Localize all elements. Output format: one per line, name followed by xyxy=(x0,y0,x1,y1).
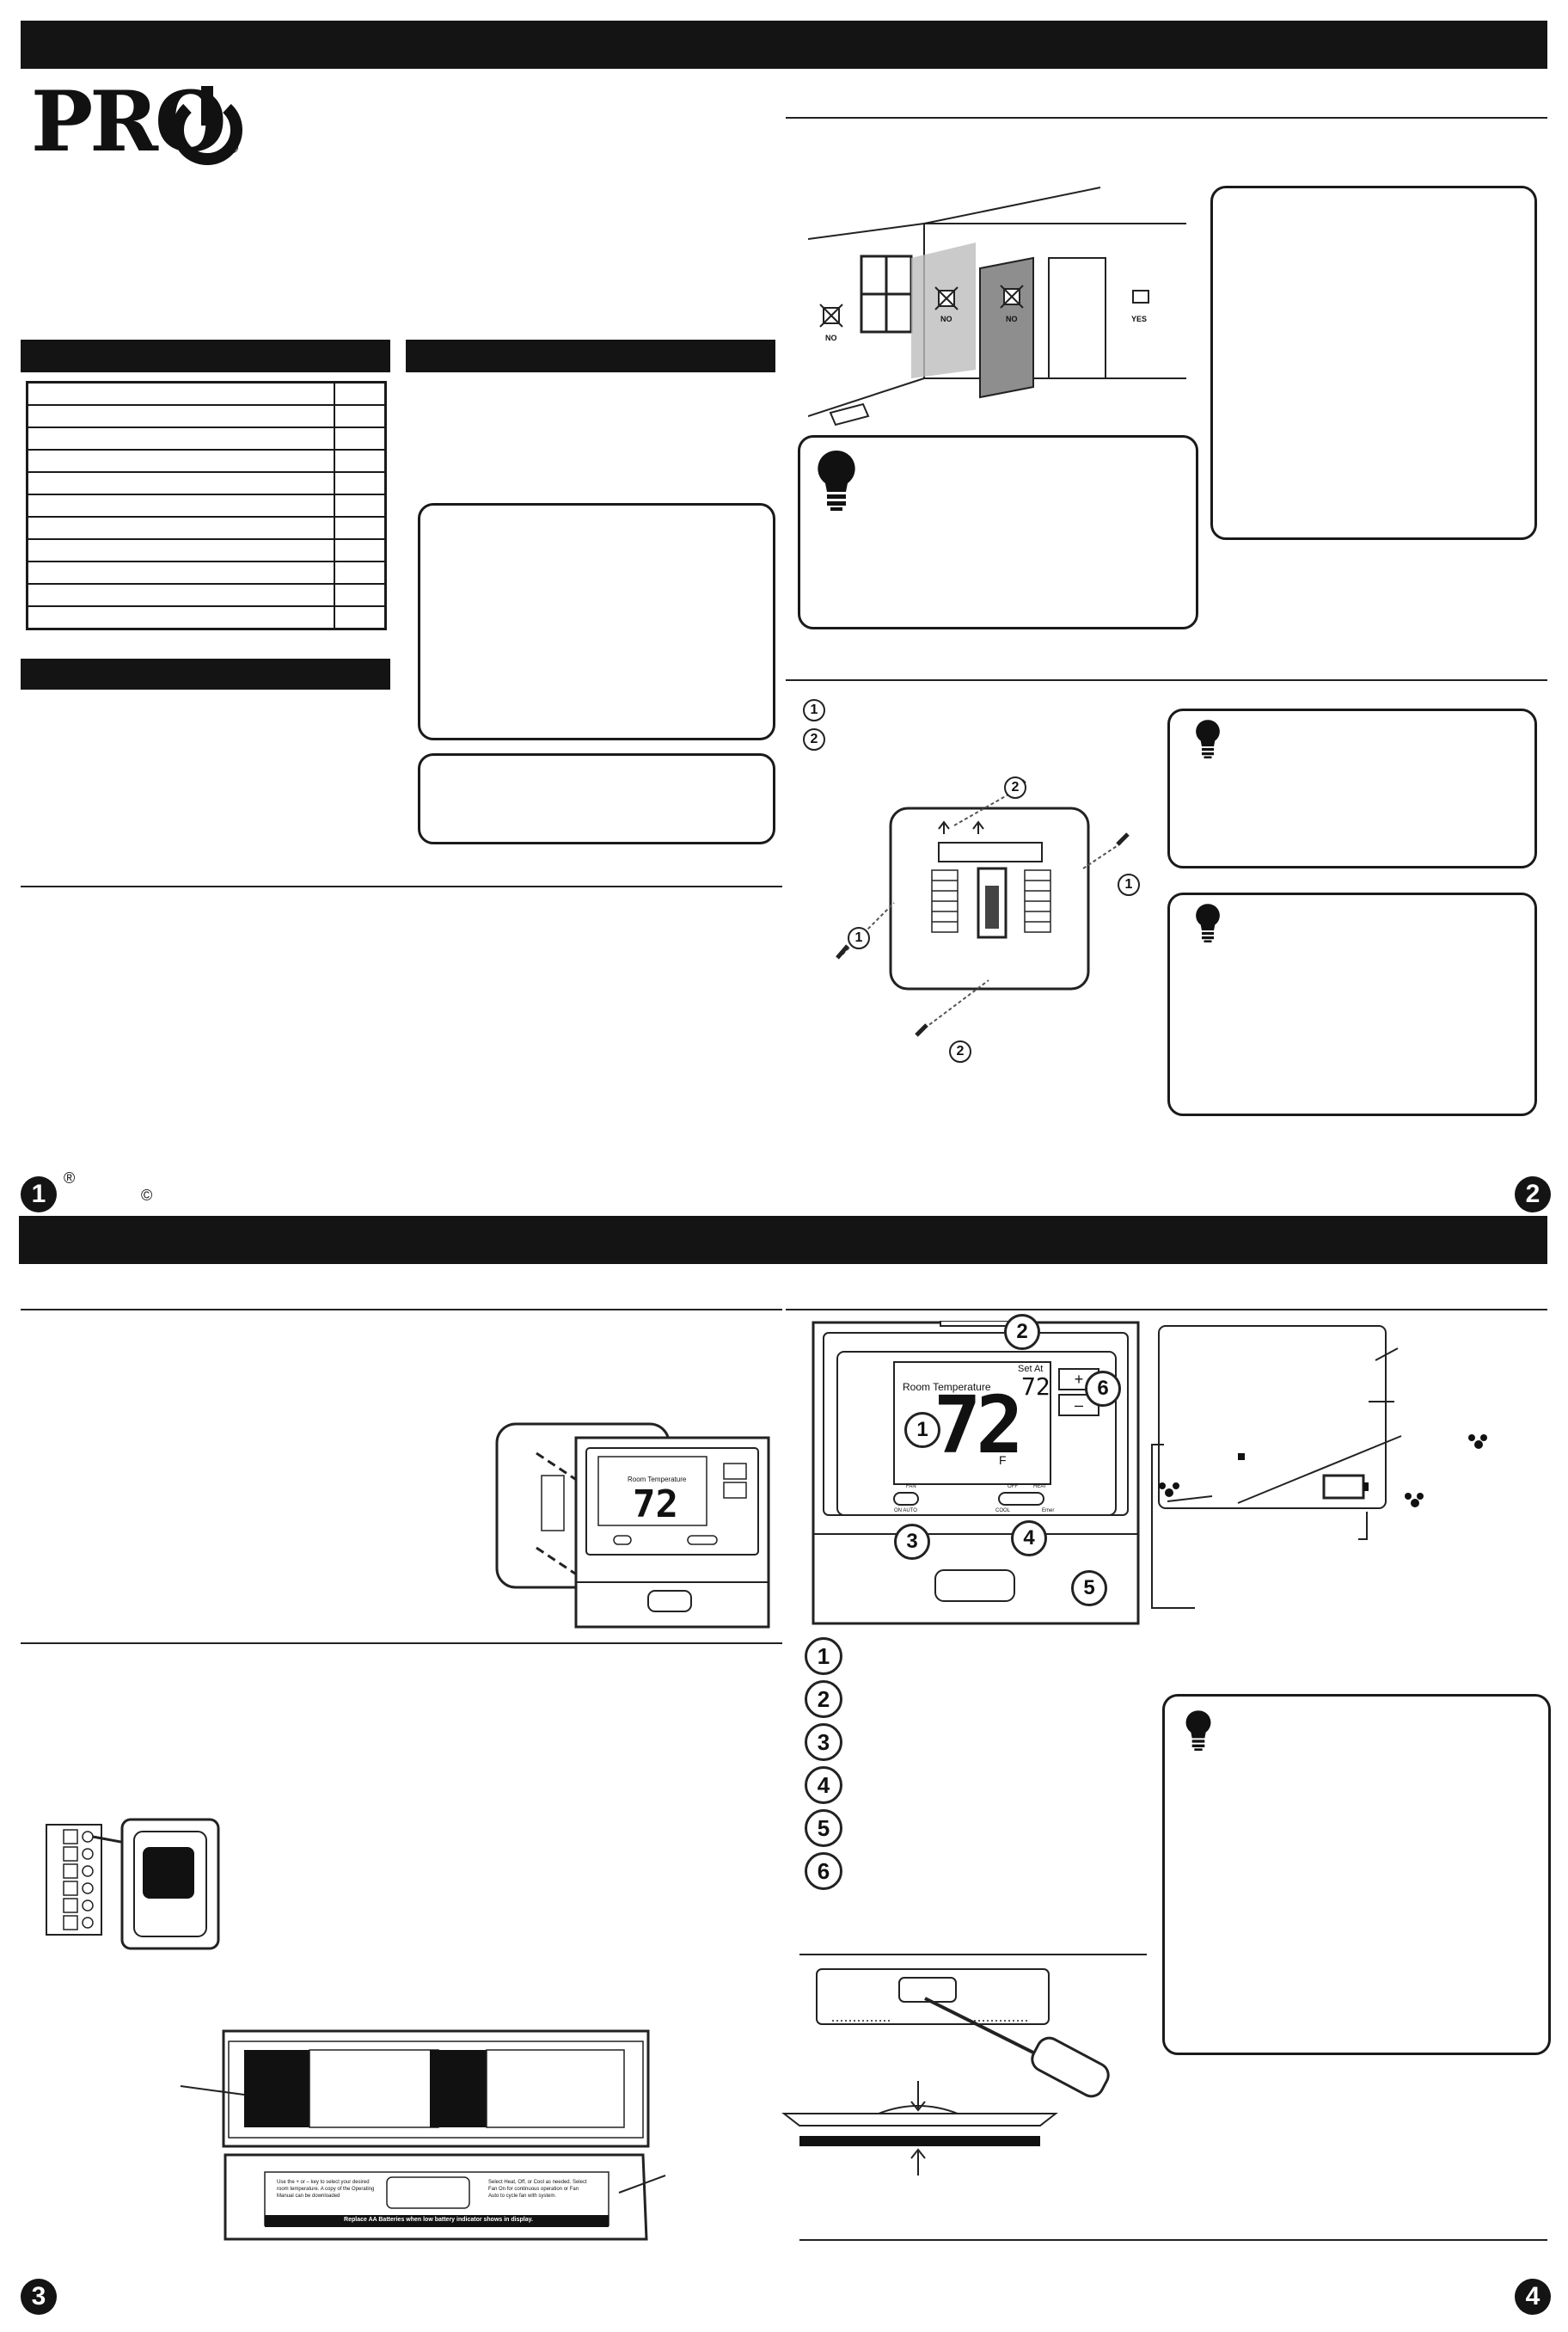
divider xyxy=(799,1954,1147,1955)
terminal-block-illustration xyxy=(46,1818,220,1950)
divider xyxy=(21,1309,782,1310)
room-temperature-label: Room Temperature xyxy=(903,1381,991,1393)
system-switch-emer-label: Emer xyxy=(1042,1508,1055,1513)
copyright-mark: © xyxy=(141,1187,153,1204)
lightbulb-icon xyxy=(1196,720,1220,758)
divider xyxy=(21,1642,782,1644)
label-no-2: NO xyxy=(940,315,952,323)
legend-callout-6: 6 xyxy=(805,1852,842,1890)
legend-callout-1: 1 xyxy=(805,1637,842,1675)
step-2-marker: 2 xyxy=(803,728,825,751)
contents-table xyxy=(26,381,387,630)
divider xyxy=(21,886,782,887)
page-number-3: 3 xyxy=(21,2279,57,2315)
thermostat-front-illustration xyxy=(812,1321,1140,1625)
callout-6: 6 xyxy=(1085,1371,1121,1407)
battery-compartment-illustration xyxy=(180,2029,666,2241)
system-switch-off-label: OFF xyxy=(1008,1484,1018,1489)
table-row xyxy=(26,404,387,428)
tip-box-mounting-1 xyxy=(1167,709,1537,868)
degree-symbol: ° xyxy=(997,1391,1006,1415)
step-1-marker: 1 xyxy=(803,699,825,721)
table-row xyxy=(26,605,387,630)
callout-1: 1 xyxy=(904,1412,940,1448)
callout-5: 5 xyxy=(1071,1570,1107,1606)
page-number-1: 1 xyxy=(21,1176,57,1212)
label-no-3: NO xyxy=(1006,315,1018,323)
mounting-plate-illustration xyxy=(836,779,1130,1037)
section-bar-left-2 xyxy=(21,659,390,690)
battery-door-right-text: Select Heat, Off, or Cool as needed. Sel… xyxy=(488,2180,587,2199)
display-indicators-illustration xyxy=(1151,1325,1487,1609)
fan-switch[interactable] xyxy=(894,1493,918,1505)
room-location-illustration xyxy=(808,187,1186,427)
step-2-callout-top: 2 xyxy=(1004,776,1026,799)
callout-3: 3 xyxy=(894,1524,930,1560)
info-box xyxy=(418,503,775,740)
increase-temperature-button[interactable]: + xyxy=(1074,1371,1084,1388)
callout-4: 4 xyxy=(1011,1520,1047,1556)
legend-callout-5: 5 xyxy=(805,1809,842,1847)
decrease-temperature-button[interactable]: – xyxy=(1074,1396,1083,1414)
page-number-4: 4 xyxy=(1515,2279,1551,2315)
bottom-header-bar xyxy=(19,1216,1547,1264)
section-bar-left xyxy=(21,340,390,372)
battery-door-left-text: Use the + or – key to select your desire… xyxy=(277,2180,375,2199)
lightbulb-icon xyxy=(1196,904,1220,942)
top-header-bar xyxy=(21,21,1547,69)
info-box-small xyxy=(418,753,775,844)
table-row xyxy=(26,494,387,518)
page-number-2: 2 xyxy=(1515,1176,1551,1212)
table-row xyxy=(26,538,387,562)
tip-box-mounting-2 xyxy=(1167,893,1537,1116)
step-1-callout-right: 1 xyxy=(1118,874,1140,896)
set-at-value: 72 xyxy=(1021,1372,1050,1401)
system-switch[interactable] xyxy=(999,1493,1044,1505)
label-no-1: NO xyxy=(825,334,837,342)
set-at-label: Set At xyxy=(1018,1364,1044,1374)
divider xyxy=(786,679,1547,681)
table-row xyxy=(26,516,387,540)
step-2-callout-bottom: 2 xyxy=(949,1040,971,1063)
location-info-box xyxy=(1210,186,1537,540)
table-row xyxy=(26,471,387,495)
lightbulb-icon xyxy=(818,450,855,511)
step-1-callout-left: 1 xyxy=(848,927,870,949)
legend-callout-2: 2 xyxy=(805,1680,842,1718)
tip-box-display xyxy=(1162,1694,1551,2055)
legend-callout-3: 3 xyxy=(805,1723,842,1761)
table-row xyxy=(26,381,387,406)
lightbulb-icon xyxy=(1185,1710,1211,1751)
power-icon xyxy=(172,86,242,165)
registered-mark-footer: ® xyxy=(64,1169,76,1187)
tip-box xyxy=(798,435,1198,629)
small-room-temp-value: 72 xyxy=(633,1482,678,1526)
unit-label: F xyxy=(999,1453,1007,1467)
table-row xyxy=(26,583,387,607)
table-row xyxy=(26,561,387,585)
table-row xyxy=(26,449,387,473)
battery-door-bottom-text: Replace AA Batteries when low battery in… xyxy=(344,2217,533,2223)
divider xyxy=(786,1309,1547,1310)
divider xyxy=(786,117,1547,119)
thermostat-assembly-illustration xyxy=(495,1422,770,1629)
table-row xyxy=(26,427,387,451)
fan-switch-options: ON AUTO xyxy=(894,1508,917,1513)
small-room-temp-label: Room Temperature xyxy=(628,1476,687,1483)
room-temperature-value: 72 xyxy=(934,1379,1024,1471)
fan-switch-label: FAN xyxy=(906,1484,916,1489)
divider xyxy=(799,2239,1547,2241)
system-switch-heat-label: HEAT xyxy=(1033,1484,1047,1489)
label-yes: YES xyxy=(1131,315,1148,323)
legend-callout-4: 4 xyxy=(805,1766,842,1804)
callout-2: 2 xyxy=(1004,1314,1040,1350)
section-bar-middle xyxy=(406,340,775,372)
cover-removal-illustration xyxy=(781,1968,1110,2176)
system-switch-cool-label: COOL xyxy=(995,1508,1011,1513)
